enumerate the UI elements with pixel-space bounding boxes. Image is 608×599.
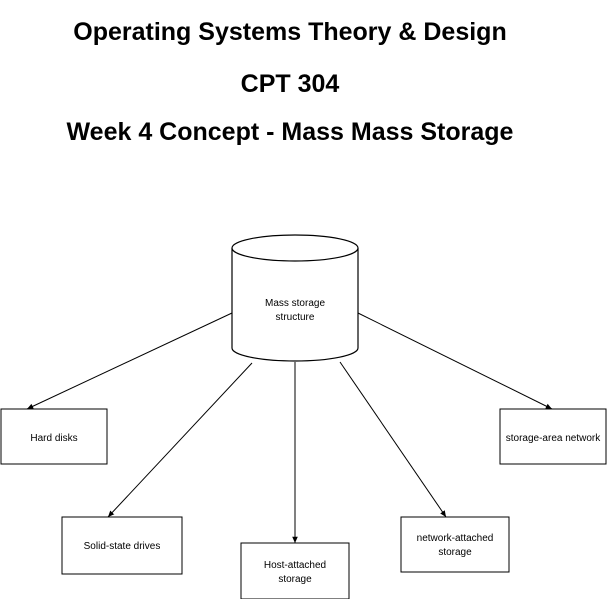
node-storage-area-network: storage-area network: [499, 408, 607, 465]
connector-to-storage-area-network: [357, 312, 553, 410]
node-host-attached-storage-label-line1: Host-attached: [264, 560, 326, 571]
node-hard-disks: Hard disks: [0, 408, 108, 465]
node-network-attached-storage-label-line1: network-attached: [417, 533, 494, 544]
node-network-attached-storage-label-line2: storage: [438, 547, 472, 558]
center-label-line2: structure: [276, 312, 315, 323]
node-solid-state-drives: Solid-state drives: [61, 516, 183, 575]
node-network-attached-storage: network-attached storage: [400, 516, 510, 573]
node-solid-state-drives-label: Solid-state drives: [84, 541, 161, 552]
node-host-attached-storage: Host-attached storage: [240, 542, 350, 599]
week-concept-title: Week 4 Concept - Mass Mass Storage: [66, 118, 514, 146]
connector-to-hard-disks: [26, 312, 233, 410]
node-host-attached-storage-label-line2: storage: [278, 574, 312, 585]
node-hard-disks-label: Hard disks: [30, 433, 77, 444]
center-label-line1: Mass storage: [265, 298, 325, 309]
mass-storage-cylinder: Mass storage structure: [231, 234, 359, 362]
course-title: Operating Systems Theory & Design: [73, 18, 507, 46]
course-code: CPT 304: [240, 70, 340, 98]
connector-to-solid-state-drives: [107, 362, 253, 518]
node-storage-area-network-label: storage-area network: [506, 433, 601, 444]
connector-to-network-attached-storage: [339, 361, 447, 518]
